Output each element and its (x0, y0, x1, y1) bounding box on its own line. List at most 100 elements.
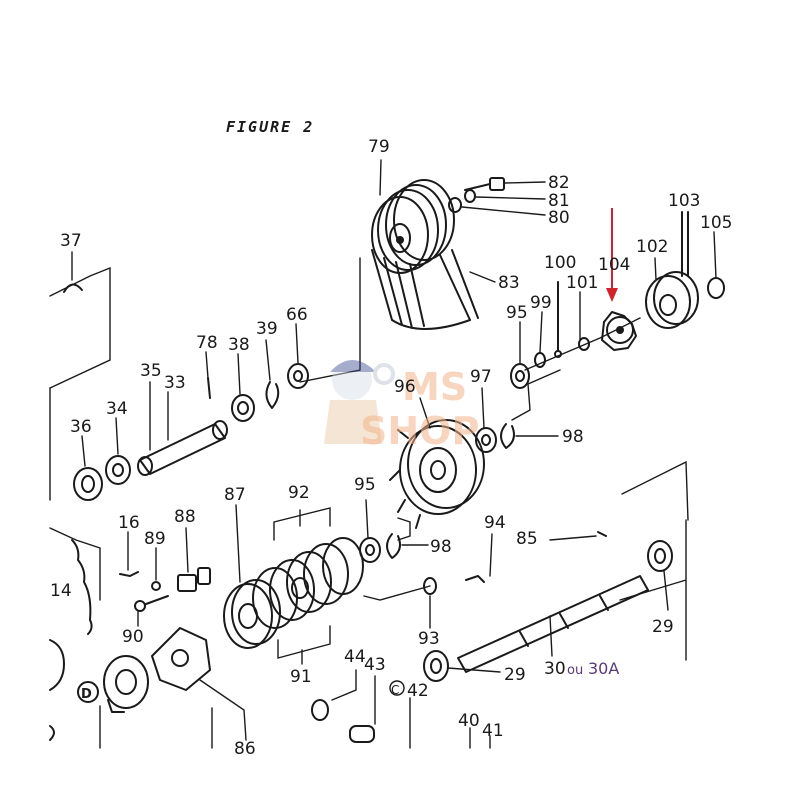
bearing-29-upper (647, 540, 673, 611)
watermark-line2: SHOP (360, 409, 479, 453)
label-37: 37 (60, 231, 82, 251)
circlip-39 (265, 339, 280, 409)
label-98-upper: 98 (562, 427, 584, 447)
bearing-29-lower (423, 650, 501, 682)
label-41: 41 (482, 721, 504, 741)
label-93: 93 (418, 629, 440, 649)
label-43: 43 (364, 655, 386, 675)
svg-text:D: D (81, 687, 92, 702)
label-90: 90 (122, 627, 144, 647)
bearing-93 (363, 577, 437, 629)
label-99: 99 (530, 293, 552, 313)
label-30a: 30A (588, 659, 619, 678)
plate-86 (151, 627, 247, 741)
label-29-lower: 29 (504, 665, 526, 685)
housing-102 (645, 257, 699, 329)
label-83: 83 (498, 273, 520, 293)
washer-99 (534, 311, 546, 368)
bearing-97 (475, 387, 497, 453)
clip-37 (63, 251, 83, 293)
label-79: 79 (368, 137, 390, 157)
bracket-92 (273, 507, 331, 541)
shaft-103 (681, 211, 689, 277)
label-39: 39 (256, 319, 278, 339)
label-42: 42 (407, 681, 429, 701)
clutch-plates (223, 504, 364, 649)
label-82: 82 (548, 173, 570, 193)
washer-105 (707, 231, 725, 299)
pin-85 (549, 531, 607, 541)
pin-78 (205, 351, 211, 399)
watermark-line1: MS (402, 365, 467, 409)
label-34: 34 (106, 399, 128, 419)
label-42-group: C 42 (389, 680, 429, 701)
label-66: 66 (286, 305, 308, 325)
label-94: 94 (484, 513, 506, 533)
label-98-lower: 98 (430, 537, 452, 557)
shaft-33 (137, 381, 228, 476)
label-89: 89 (144, 529, 166, 549)
pin-16 (119, 531, 139, 577)
watermark-logo (324, 360, 395, 444)
bearing-95-lower (359, 499, 381, 563)
bearing-66 (287, 323, 309, 389)
shaft-30 (457, 575, 649, 673)
label-38: 38 (228, 335, 250, 355)
label-96: 96 (394, 377, 416, 397)
label-86: 86 (234, 739, 256, 759)
svg-text:C: C (391, 683, 399, 697)
label-102: 102 (636, 237, 668, 257)
left-bracket (49, 266, 111, 389)
label-36: 36 (70, 417, 92, 437)
label-95-upper: 95 (506, 303, 528, 323)
label-101: 101 (566, 273, 598, 293)
bearing-38 (231, 353, 255, 422)
label-97: 97 (470, 367, 492, 387)
pin-101 (578, 291, 590, 351)
fan-104 (601, 311, 637, 351)
label-95-lower: 95 (354, 475, 376, 495)
label-33: 33 (164, 373, 186, 393)
leaders-79 (299, 159, 496, 383)
label-30-ou: ou (567, 663, 583, 678)
label-30: 30 (544, 659, 566, 679)
pin-94 (465, 533, 493, 583)
label-104: 104 (598, 255, 630, 275)
label-91: 91 (290, 667, 312, 687)
roller-44 (311, 669, 357, 721)
bracket-91 (277, 625, 331, 665)
spring-14 (71, 539, 93, 635)
part-D: D (77, 681, 99, 703)
label-100: 100 (544, 253, 576, 273)
label-87: 87 (224, 485, 246, 505)
label-35: 35 (140, 361, 162, 381)
washer-81 (464, 189, 546, 203)
bracket-14 (49, 527, 101, 601)
drum-96 (389, 397, 485, 541)
label-85: 85 (516, 529, 538, 549)
circlip-98-lower (386, 533, 429, 559)
wheel-left-edge (49, 639, 65, 741)
bearing-36 (73, 435, 103, 501)
bearing-34 (105, 417, 131, 485)
bolt-82 (464, 177, 546, 191)
label-103: 103 (668, 191, 700, 211)
pulley-79 (371, 179, 479, 330)
pin-89 (151, 547, 161, 591)
label-14: 14 (50, 581, 72, 601)
label-44: 44 (344, 647, 366, 667)
drum-lower-left (103, 655, 149, 713)
label-78: 78 (196, 333, 218, 353)
red-arrow (606, 208, 618, 302)
label-80: 80 (548, 208, 570, 228)
bearing-95-upper (510, 321, 530, 389)
label-16: 16 (118, 513, 140, 533)
label-40: 40 (458, 711, 480, 731)
part-labels: 79 82 81 80 83 37 78 38 39 66 35 33 36 3… (50, 137, 732, 759)
label-92: 92 (288, 483, 310, 503)
roller-43 (349, 675, 376, 743)
washer-80 (448, 197, 546, 216)
label-81: 81 (548, 191, 570, 211)
